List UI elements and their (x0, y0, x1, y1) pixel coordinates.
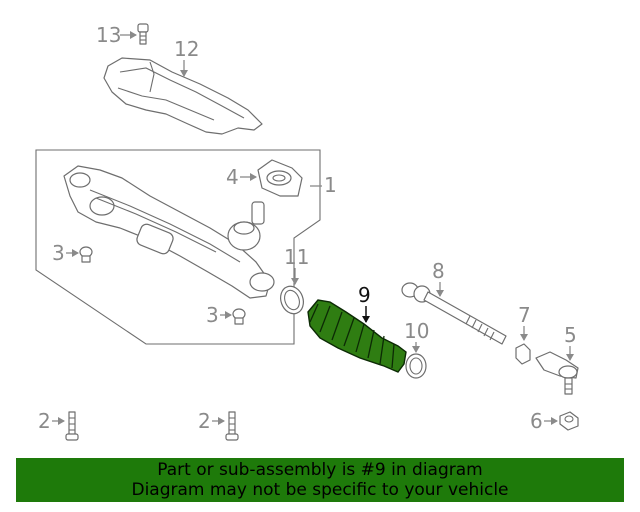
heat-shield-part-12 (103, 57, 263, 135)
bolt-part-2-middle (225, 411, 239, 441)
nut-part-3-upper (79, 246, 93, 263)
clamp-part-11 (280, 285, 304, 315)
inner-tie-rod-part-8 (401, 282, 507, 345)
callout-11[interactable]: 11 (284, 245, 309, 269)
steering-rack-assembly (63, 165, 275, 299)
callout-13[interactable]: 13 (96, 23, 121, 47)
callout-1[interactable]: 1 (324, 173, 337, 197)
bolt-part-2-left (65, 411, 79, 441)
callout-12[interactable]: 12 (174, 37, 199, 61)
callout-6[interactable]: 6 (530, 409, 543, 433)
callout-9[interactable]: 9 (358, 283, 371, 307)
outer-tie-rod-end-part-5 (535, 351, 579, 395)
callout-5[interactable]: 5 (564, 323, 577, 347)
callout-3-lower[interactable]: 3 (206, 303, 219, 327)
callout-4[interactable]: 4 (226, 165, 239, 189)
nut-part-3-lower (232, 308, 246, 325)
mount-bushing-part-4 (257, 159, 303, 197)
banner-line-1: Part or sub-assembly is #9 in diagram (157, 460, 483, 480)
info-banner: Part or sub-assembly is #9 in diagram Di… (16, 458, 624, 502)
callout-3-upper[interactable]: 3 (52, 241, 65, 265)
callout-10[interactable]: 10 (404, 319, 429, 343)
jam-nut-part-7 (515, 343, 531, 365)
callout-2-middle[interactable]: 2 (198, 409, 211, 433)
callout-7[interactable]: 7 (518, 303, 531, 327)
banner-line-2: Diagram may not be specific to your vehi… (131, 480, 509, 500)
nut-part-6 (559, 411, 579, 431)
clamp-part-10 (405, 353, 427, 379)
callout-8[interactable]: 8 (432, 259, 445, 283)
bolt-part-13 (137, 23, 149, 45)
bellows-boot-part-9[interactable] (307, 299, 407, 373)
callout-2-left[interactable]: 2 (38, 409, 51, 433)
